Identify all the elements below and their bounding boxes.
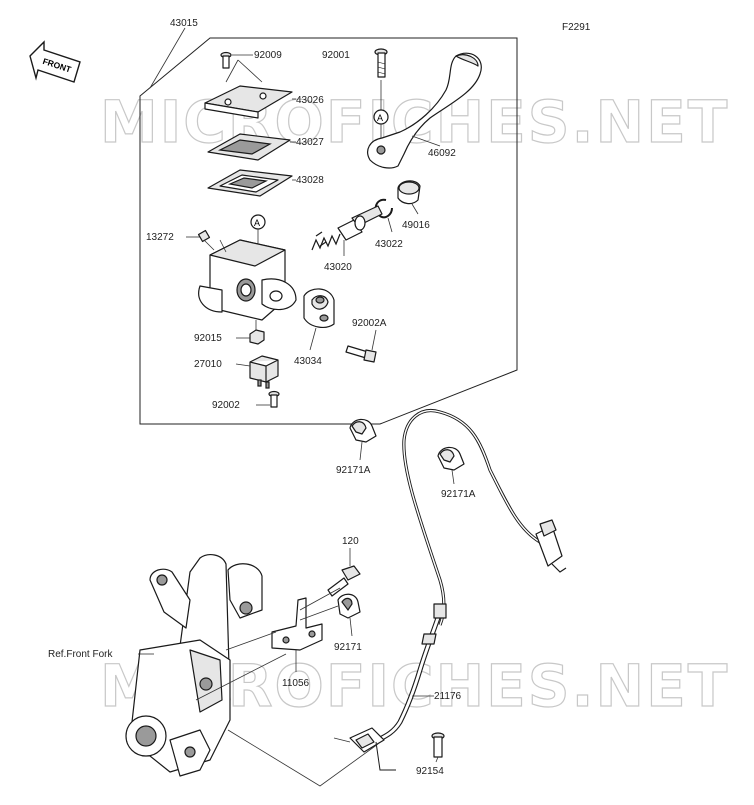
part-92002-screw <box>256 390 280 408</box>
figure-code: F2291 <box>562 22 591 33</box>
front-arrow-icon: FRONT <box>29 40 81 83</box>
label-120: 120 <box>342 536 359 547</box>
label-92015: 92015 <box>194 333 222 344</box>
part-92171a-clamp-right <box>437 446 465 485</box>
label-11056: 11056 <box>282 678 310 689</box>
label-43022: 43022 <box>375 239 403 250</box>
part-master-cylinder-body <box>198 239 297 321</box>
label-46092: 46092 <box>428 148 456 159</box>
part-92015-nut <box>236 320 265 345</box>
label-21176: 21176 <box>434 691 462 702</box>
part-120-bolt <box>327 548 361 597</box>
label-43026: 43026 <box>296 95 324 106</box>
part-11056-bracket <box>271 587 341 672</box>
label-92171A-2: 92171A <box>441 489 476 500</box>
part-46092-lever <box>367 52 482 169</box>
part-13272-screw <box>186 229 215 251</box>
label-43027: 43027 <box>296 137 324 148</box>
part-92171a-clamp-left <box>349 418 377 461</box>
part-43020-piston-kit <box>311 205 383 256</box>
watermark-top: MICROFICHES.NET <box>100 88 729 156</box>
part-27010-switch <box>235 355 279 389</box>
label-92171: 92171 <box>334 642 362 653</box>
label-92002A: 92002A <box>352 318 387 329</box>
part-43027-plate <box>207 133 296 161</box>
label-13272: 13272 <box>146 232 174 243</box>
label-43034: 43034 <box>294 356 322 367</box>
ref-marker-a-lever: A <box>373 109 389 145</box>
label-49016: 49016 <box>402 220 430 231</box>
svg-text:A: A <box>254 218 260 228</box>
part-front-fork <box>125 554 263 777</box>
part-43026-cap <box>204 85 296 119</box>
label-92154: 92154 <box>416 766 444 777</box>
label-ref-front-fork: Ref.Front Fork <box>48 649 113 660</box>
part-43034-clamp <box>303 288 335 351</box>
part-43022-circlip <box>374 198 393 233</box>
label-43015: 43015 <box>170 18 198 29</box>
label-43020: 43020 <box>324 262 352 273</box>
assembly-frame <box>139 27 518 425</box>
part-92002a-bolt <box>345 329 377 363</box>
part-43028-diaphragm <box>207 169 296 197</box>
ref-marker-a-body: A <box>250 214 266 245</box>
assembly-reference-lines <box>195 631 379 787</box>
part-switch-cable <box>402 409 567 626</box>
label-27010: 27010 <box>194 359 222 370</box>
part-49016-boot <box>397 180 421 215</box>
label-92001: 92001 <box>322 50 350 61</box>
label-92009: 92009 <box>254 50 282 61</box>
label-43028: 43028 <box>296 175 324 186</box>
part-92001-bolt <box>374 48 388 110</box>
part-92154-bolt <box>431 732 445 763</box>
label-92002: 92002 <box>212 400 240 411</box>
label-92171A-1: 92171A <box>336 465 371 476</box>
part-92171-clamp <box>337 593 361 637</box>
part-92009-screw <box>220 51 263 83</box>
part-21176-hose <box>375 603 447 743</box>
part-sensor-fitting <box>333 727 396 771</box>
svg-text:A: A <box>377 113 383 123</box>
